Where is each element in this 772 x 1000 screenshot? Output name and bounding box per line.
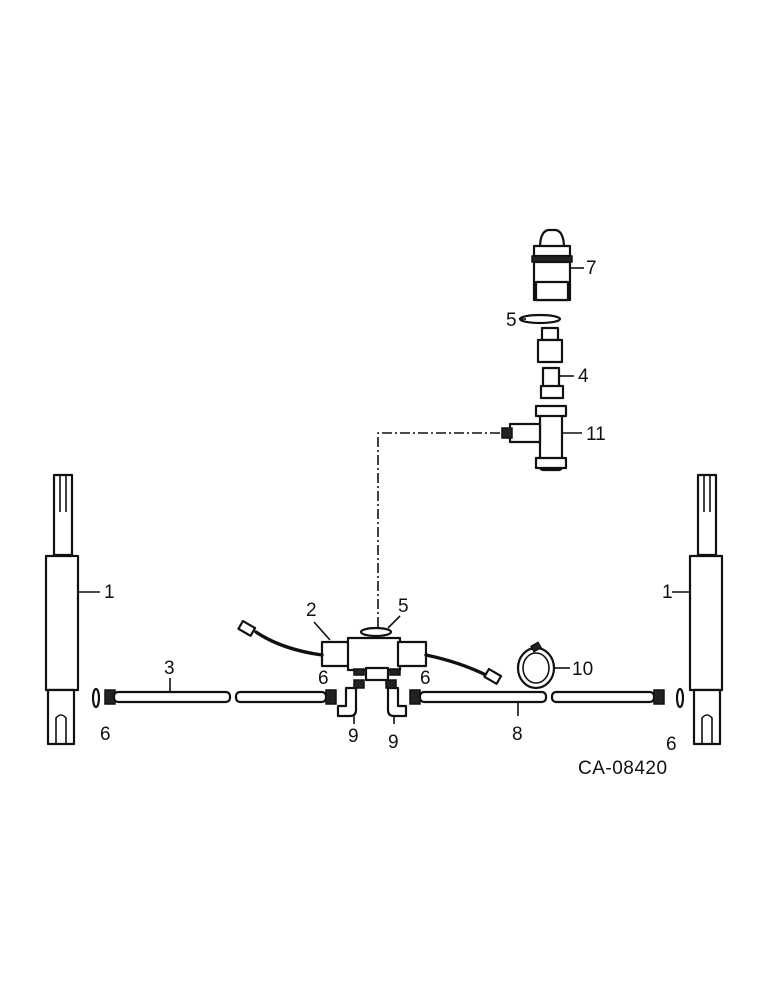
- hose-left: [254, 630, 324, 657]
- hose-end-right: [483, 667, 503, 685]
- hose-right: [424, 653, 490, 678]
- leader-oring-valve: [387, 615, 401, 629]
- washer-right: [675, 687, 685, 709]
- hose-end-left: [237, 619, 257, 637]
- callout-washer-valve-left: 6: [318, 668, 329, 689]
- callout-tube-right: 8: [512, 724, 523, 745]
- cylinder-left: [44, 473, 80, 746]
- callout-tube-left: 3: [164, 658, 175, 679]
- elbow-right: [385, 679, 408, 718]
- valve-body: [320, 636, 428, 682]
- callout-elbow-left: 9: [348, 726, 359, 747]
- elbow-left: [336, 679, 365, 718]
- connection-line: [377, 432, 500, 628]
- adapter: [536, 326, 565, 400]
- callout-washer-left: 6: [100, 724, 111, 745]
- callout-clamp: 10: [572, 659, 593, 680]
- callout-valve: 2: [306, 600, 317, 621]
- callout-washer-valve-right: 6: [420, 668, 431, 689]
- tube-right: [409, 689, 665, 705]
- callout-coupler: 7: [586, 258, 597, 279]
- leader-valve: [313, 621, 331, 641]
- callout-oring-top: 5: [506, 310, 517, 331]
- hose-clamp: [516, 641, 556, 690]
- callout-washer-right: 6: [666, 734, 677, 755]
- callout-oring-valve: 5: [398, 596, 409, 617]
- reference-code: CA-08420: [578, 758, 668, 779]
- tee-fitting: [501, 404, 568, 472]
- callout-cyl-left: 1: [104, 582, 115, 603]
- cylinder-right: [688, 473, 724, 746]
- washer-left: [91, 687, 101, 709]
- coupler: [531, 228, 573, 302]
- callout-tee: 11: [586, 424, 606, 445]
- oring-valve: [359, 626, 393, 638]
- tube-left: [104, 689, 337, 705]
- callout-cyl-right: 1: [662, 582, 673, 603]
- callout-elbow-right: 9: [388, 732, 399, 753]
- callout-adapter: 4: [578, 366, 589, 387]
